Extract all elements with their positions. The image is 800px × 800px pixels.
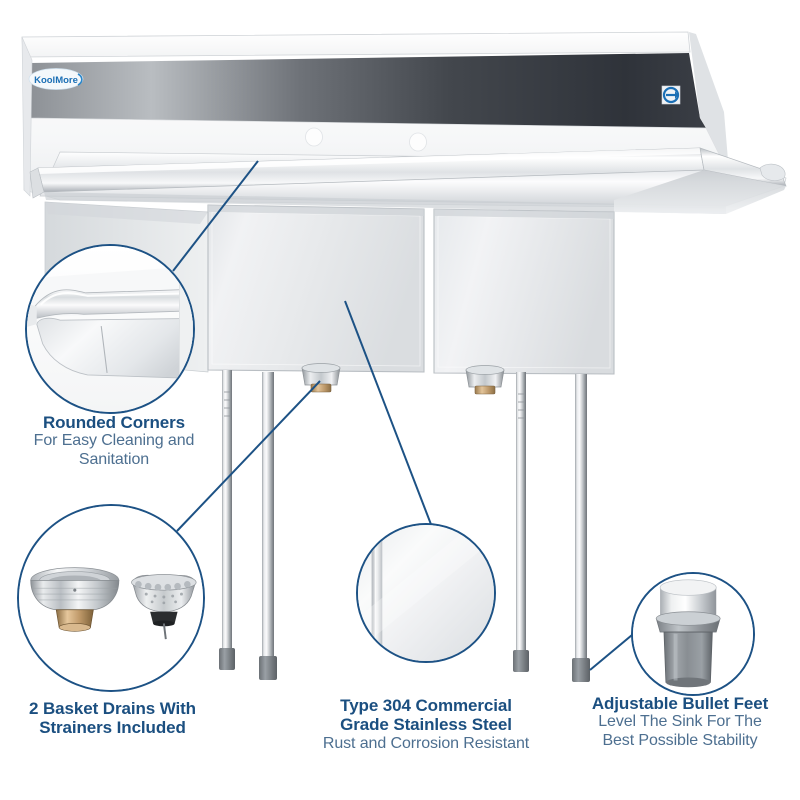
callout-title-basket-drains: 2 Basket Drains With Strainers Included	[29, 699, 196, 738]
callout-text-bullet-feet: Adjustable Bullet Feet Level The Sink Fo…	[560, 694, 800, 750]
faucet-hole-1	[305, 127, 323, 147]
drain-assembly-2	[465, 365, 505, 395]
callout-circle-stainless-steel	[356, 523, 496, 663]
callout-circle-bullet-feet	[631, 572, 755, 696]
drain-brass-nut-2	[474, 385, 496, 395]
callout-circle-basket-drains	[17, 504, 205, 692]
bullet-foot-3	[513, 650, 529, 672]
leg-4	[572, 374, 590, 682]
leg-3	[513, 372, 529, 672]
callout-text-basket-drains: 2 Basket Drains With Strainers Included	[0, 699, 225, 738]
drain-assembly-1	[301, 363, 341, 393]
strainer-basket-graphic	[131, 574, 197, 640]
callout-text-stainless-steel: Type 304 Commercial Grade Stainless Stee…	[281, 696, 571, 753]
bullet-foot-2	[259, 656, 277, 680]
sink-deck	[29, 147, 787, 214]
faucet-hole-2	[409, 132, 427, 152]
callout-subtitle-rounded-corners: For Easy Cleaning and Sanitation	[33, 432, 195, 468]
sink-bowl-1	[207, 204, 425, 373]
nsf-badge	[661, 85, 681, 105]
callout-subtitle-stainless-steel: Rust and Corrosion Resistant	[322, 734, 530, 752]
backsplash-dark-band	[30, 53, 706, 128]
drain-body-graphic	[30, 567, 120, 632]
callout-subtitle-bullet-feet: Level The Sink For The Best Possible Sta…	[598, 713, 762, 749]
brand-logo-text: KoolMore	[34, 75, 78, 86]
callout-title-rounded-corners: Rounded Corners	[42, 413, 186, 432]
bullet-foot-4	[572, 658, 590, 682]
callout-title-stainless-steel: Type 304 Commercial Grade Stainless Stee…	[340, 696, 512, 735]
bullet-foot-1	[219, 648, 235, 670]
leg-2	[259, 372, 277, 680]
callout-text-rounded-corners: Rounded Corners For Easy Cleaning and Sa…	[0, 413, 228, 469]
brand-logo: KoolMore	[28, 68, 84, 90]
callout-title-bullet-feet: Adjustable Bullet Feet	[591, 694, 769, 713]
sink-bowl-2	[433, 208, 615, 375]
callout-circle-rounded-corners	[25, 244, 195, 414]
drain-brass-nut-1	[310, 383, 332, 393]
